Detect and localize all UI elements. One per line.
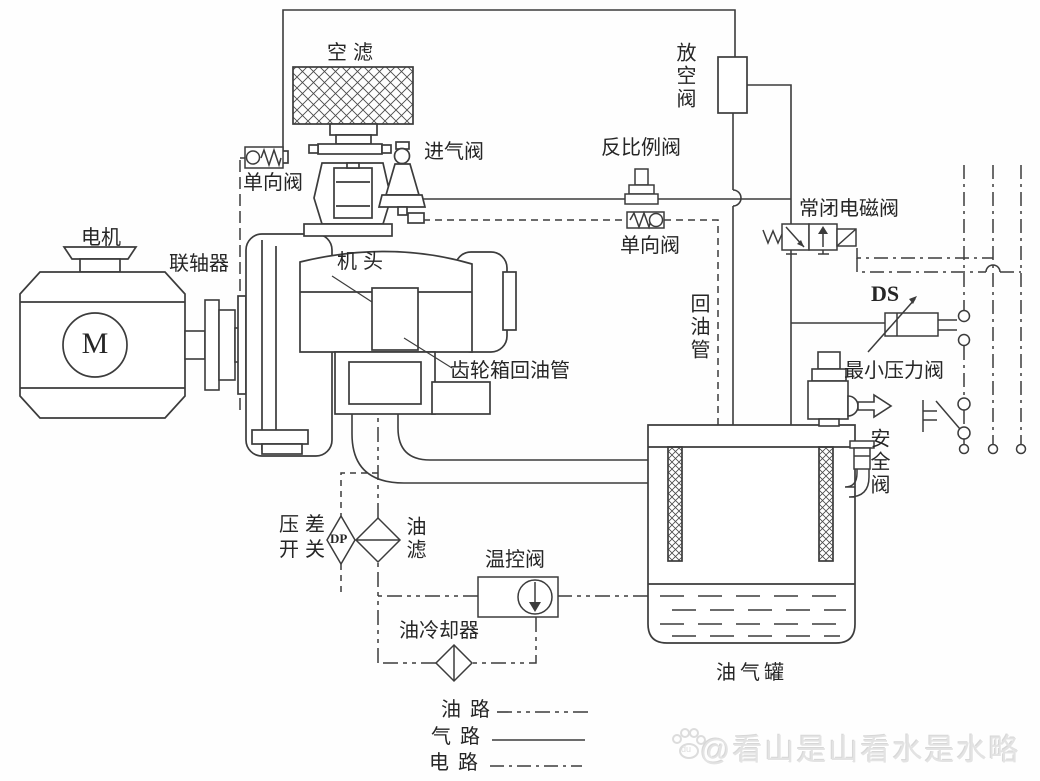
oil-return-pipe-label: 回油管	[687, 293, 709, 362]
min-pressure-valve-label: 最小压力阀	[844, 360, 944, 382]
ds-pressure-switch-symbol	[867, 296, 939, 353]
line-hop	[732, 189, 742, 207]
airend-label: 机头	[337, 251, 389, 273]
check-valve-mid-label: 单向阀	[620, 235, 680, 257]
watermark-paw-icon	[672, 728, 706, 759]
motor-terminal-box	[79, 258, 121, 273]
dp-switch-label-line2: 开关	[279, 539, 331, 561]
temp-control-valve-label: 温控阀	[485, 549, 545, 571]
terminal-2	[987, 443, 999, 455]
air-filter-label: 空滤	[327, 42, 379, 64]
dp-switch-label: 压差开关	[279, 513, 331, 563]
intake-flange	[317, 143, 383, 155]
min-pressure-valve-symbol	[807, 351, 893, 427]
unloader-cone	[384, 163, 421, 196]
motor-symbol	[19, 246, 186, 419]
dp-letter: DP	[330, 531, 348, 546]
oil-lines	[377, 414, 648, 664]
inverse-proportional-valve-label: 反比例阀	[601, 137, 681, 159]
motor-label: 电机	[81, 227, 121, 249]
motor-terminal-plate	[62, 246, 138, 260]
airend-bracket	[431, 381, 491, 415]
coupling-label: 联轴器	[169, 253, 229, 275]
nc-solenoid-valve-symbol	[762, 223, 857, 255]
dp-bypass-loop	[340, 472, 378, 596]
discharge-pipe	[351, 414, 648, 484]
legend-electric-label: 电路	[429, 752, 487, 774]
oil-filter-label: 油滤	[403, 516, 425, 562]
terminal-1	[958, 443, 970, 455]
legend-oil-label: 油路	[441, 699, 499, 721]
dashed-lines	[239, 157, 719, 596]
coupling-symbol	[184, 299, 247, 391]
legend-lines	[490, 711, 590, 767]
gearbox-oil-return-label: 齿轮箱回油管	[450, 360, 570, 382]
electric-lines	[856, 165, 1022, 444]
oil-level-dashes	[660, 595, 846, 637]
check-valve-mid-symbol	[626, 210, 665, 230]
wire-hop	[985, 264, 1001, 273]
solenoid-spring	[762, 229, 783, 246]
tempvalve-to-cooler-line	[472, 617, 537, 664]
dp-switch-symbol	[326, 514, 356, 566]
airend-gear-cartridge	[371, 287, 419, 351]
top-blowoff-line	[282, 9, 736, 151]
watermark-handle: @看山是山看水是水略	[700, 734, 1021, 767]
oil-circuit-symbols	[326, 514, 559, 683]
solenoid-wire-1	[856, 248, 993, 259]
safety-valve-label: 安全阀	[867, 428, 889, 497]
oil-cooler-label: 油冷却器	[399, 620, 479, 642]
check-valve-left-symbol	[244, 146, 284, 169]
intake-assembly	[278, 66, 427, 237]
vent-valve-symbol	[717, 56, 748, 114]
oil-return-line	[664, 219, 719, 425]
oil-gas-tank-symbol	[647, 424, 856, 644]
nc-solenoid-valve-label: 常闭电磁阀	[799, 198, 899, 220]
airend-foot	[251, 429, 309, 445]
unloader-knob	[393, 147, 411, 165]
solenoid-wire-2a	[856, 258, 986, 273]
dp-switch-label-line1: 压差	[279, 514, 331, 536]
solenoid-feed-line	[747, 84, 792, 224]
oil-gas-tank-label: 油气罐	[716, 662, 788, 684]
outlet-arrow	[857, 393, 893, 419]
gas-lines	[282, 9, 957, 425]
inverse-proportional-valve-symbol	[624, 168, 659, 205]
gearbox-leader-line	[403, 337, 453, 369]
intake-base-flange	[303, 223, 393, 237]
unloader-port	[407, 212, 425, 224]
airend-symbol	[237, 233, 517, 457]
motor-letter: M	[81, 327, 109, 360]
terminal-3	[1015, 443, 1027, 455]
safety-valve-symbol	[844, 440, 875, 498]
watermark-badge: du	[681, 744, 692, 754]
intake-valve-label: 进气阀	[424, 141, 484, 163]
limit-switch-symbol	[922, 309, 1027, 455]
air-filter-symbol	[292, 66, 414, 125]
legend-gas-label: 气路	[431, 726, 489, 748]
motor-m-circle	[62, 312, 128, 378]
ds-contact-lines	[938, 319, 957, 331]
ds-label: DS	[871, 281, 900, 306]
check-valve-left-label: 单向阀	[243, 172, 303, 194]
vent-valve-label: 放空阀	[673, 42, 695, 111]
